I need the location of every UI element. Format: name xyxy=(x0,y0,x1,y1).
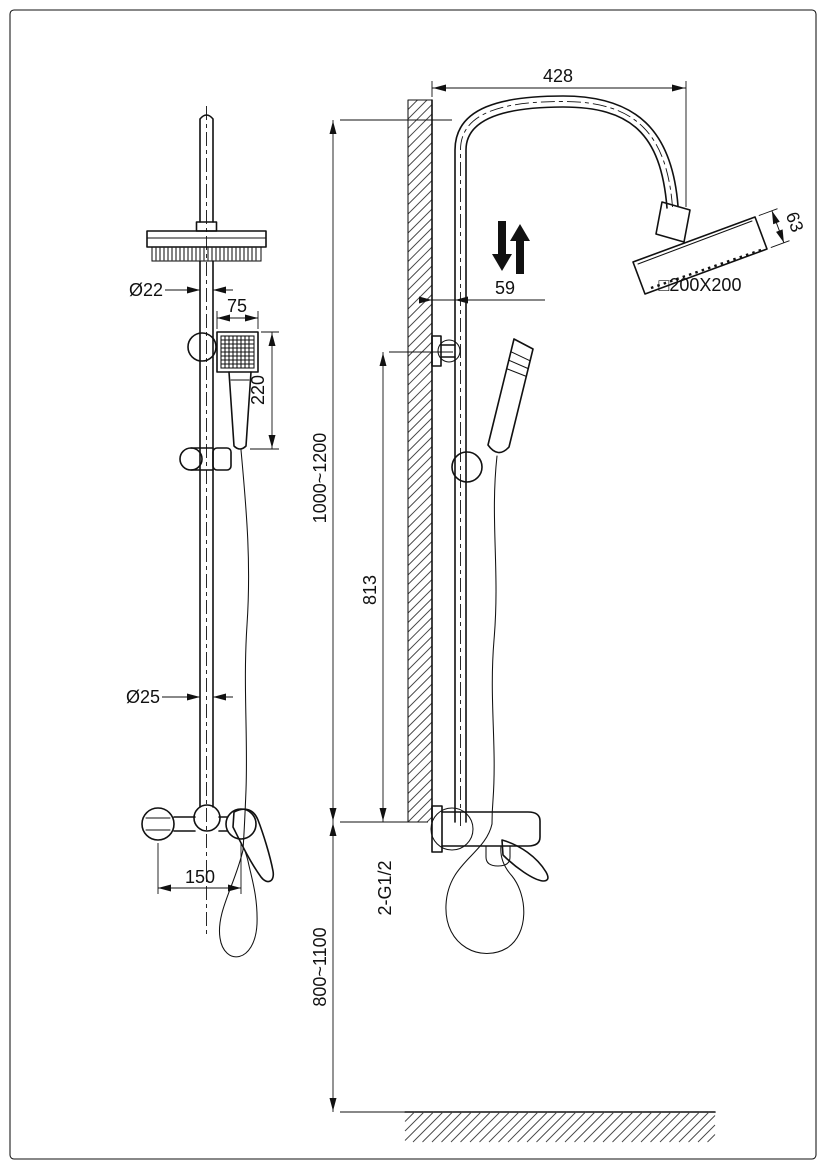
dim-hand-shower-height-label: 813 xyxy=(360,575,380,605)
dim-arrow xyxy=(379,353,387,366)
dim-head-thickness: 63 xyxy=(758,208,808,249)
dim-wall-offset-label: 59 xyxy=(495,278,515,298)
wall-hatch xyxy=(407,99,433,823)
wall-section xyxy=(407,99,433,823)
dim-arrow xyxy=(187,693,200,701)
dim-arrow xyxy=(433,84,446,92)
down-arrow-icon xyxy=(492,221,512,271)
overhead-shower-side: □200X200 xyxy=(632,216,768,295)
left-inlet-flange xyxy=(141,807,175,841)
hand-shower-hose-side xyxy=(445,455,525,954)
holder-ring xyxy=(451,451,483,483)
hand-shower-hose-front xyxy=(240,449,250,851)
dim-arm-reach-label: 428 xyxy=(543,66,573,86)
dim-head-thickness-label: 63 xyxy=(782,209,808,235)
dim-head-pipe-diameter: Ø22 xyxy=(129,280,233,300)
floor-hatch xyxy=(404,1111,716,1143)
riser-centerline xyxy=(460,101,673,826)
dim-arm-reach: 428 xyxy=(431,66,687,207)
dim-inlet-spacing: 150 xyxy=(157,842,242,894)
overhead-shower-front xyxy=(146,230,267,262)
up-arrow-icon xyxy=(510,224,530,274)
side-view: □200X200 63 428 xyxy=(310,66,808,1143)
dim-riser-diameter: Ø25 xyxy=(126,687,233,707)
dim-arrow xyxy=(455,296,468,304)
dim-thread-spec-label: 2-G1/2 xyxy=(375,860,395,915)
wall-bracket-side xyxy=(431,335,461,367)
dim-arrow xyxy=(228,884,241,892)
mixer-lever-side xyxy=(501,839,549,882)
dim-arrow xyxy=(158,884,171,892)
riser-and-gooseneck xyxy=(454,95,679,826)
sheet-border xyxy=(9,9,817,1160)
dim-arrow xyxy=(379,808,387,821)
dim-arrow xyxy=(771,210,780,225)
hand-shower-side xyxy=(451,338,534,483)
mixer-side xyxy=(430,805,549,882)
center-joint xyxy=(193,804,221,832)
right-inlet-flange xyxy=(225,808,257,840)
hand-shower-front xyxy=(187,331,259,450)
dim-arrow xyxy=(213,693,226,701)
dim-riser-diameter-label: Ø25 xyxy=(126,687,160,707)
dim-hand-shower-height: 813 xyxy=(360,351,453,822)
slider-bracket xyxy=(179,447,232,471)
dim-arrow xyxy=(776,229,784,243)
dim-hand-shower-width-label: 75 xyxy=(227,296,247,316)
dim-arrow xyxy=(245,314,258,322)
dim-arrow xyxy=(329,808,337,821)
dim-head-size-label: □200X200 xyxy=(659,275,742,295)
dim-arrow xyxy=(672,84,685,92)
dim-overall-height: 1000~1200 xyxy=(310,119,452,823)
dim-inlet-spacing-label: 150 xyxy=(185,867,215,887)
dim-arrow xyxy=(217,314,230,322)
height-adjust-arrows xyxy=(492,221,530,274)
mixer-front xyxy=(141,804,275,883)
dim-arrow xyxy=(329,121,337,134)
dim-arrow xyxy=(419,296,432,304)
dim-arrow xyxy=(268,435,276,448)
mixer-lever-front xyxy=(232,808,275,883)
dim-overall-height-label: 1000~1200 xyxy=(310,433,330,524)
dim-head-pipe-diameter-label: Ø22 xyxy=(129,280,163,300)
hose-loop-side xyxy=(445,823,525,954)
riser-pipe-front xyxy=(199,260,214,808)
dim-arrow xyxy=(329,1098,337,1111)
dim-arrow xyxy=(329,823,337,836)
front-view: Ø22 75 220 xyxy=(126,106,279,958)
shower-nozzle-comb xyxy=(155,247,257,261)
dim-mixer-height-label: 800~1100 xyxy=(310,927,330,1006)
dim-arrow xyxy=(187,286,200,294)
dim-hand-shower-length-label: 220 xyxy=(248,375,268,405)
dim-mixer-height: 800~1100 xyxy=(310,822,406,1113)
dim-hand-shower-length: 220 xyxy=(248,331,279,450)
mount-knob xyxy=(187,332,217,362)
dim-wall-offset: 59 xyxy=(419,278,545,304)
dim-arrow xyxy=(213,286,226,294)
spray-grid-h xyxy=(220,339,255,365)
dim-hand-shower-width: 75 xyxy=(216,296,259,329)
dim-arrow xyxy=(268,333,276,346)
head-connector xyxy=(655,201,691,243)
hose-loop-front xyxy=(218,849,258,958)
floor-section xyxy=(404,1111,716,1143)
